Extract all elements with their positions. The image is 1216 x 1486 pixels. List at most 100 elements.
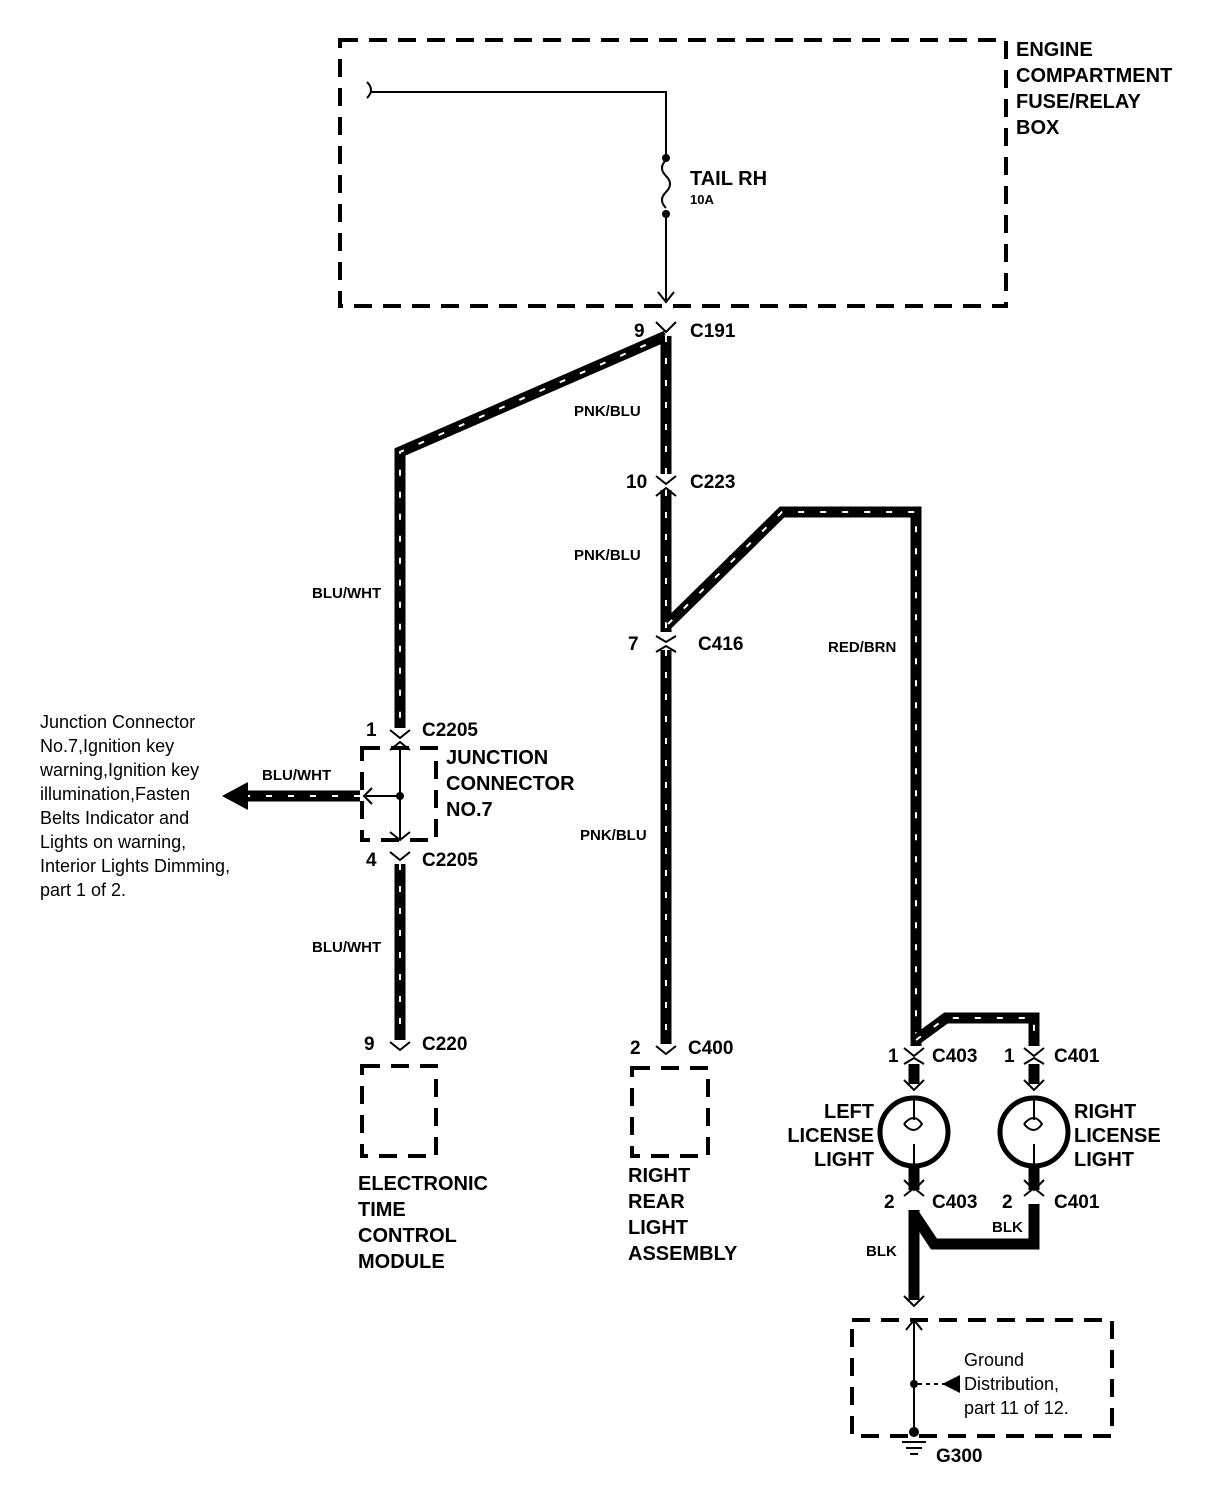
- fuse-box-label-2: COMPARTMENT: [1016, 65, 1172, 87]
- c2205-top-pin: 1: [366, 720, 377, 741]
- c223-pin: 10: [626, 472, 647, 493]
- fuse-box-label-3: FUSE/RELAY: [1016, 91, 1142, 113]
- ground-wire: [905, 1318, 923, 1436]
- left-license-label-2: LICENSE: [787, 1125, 874, 1147]
- c191-pin: 9: [634, 321, 645, 342]
- c403-bottom-id: C403: [932, 1192, 977, 1213]
- c416-id: C416: [698, 634, 743, 655]
- wire-blk-right: [909, 1204, 1040, 1250]
- wire-red-brn: [664, 506, 922, 1046]
- right-license-label-3: LIGHT: [1074, 1149, 1134, 1171]
- c401-top-pin: 1: [1004, 1046, 1015, 1067]
- fuse-relay-box: [338, 38, 1008, 308]
- rear-light-label-2: REAR: [628, 1191, 685, 1213]
- ground-id: G300: [936, 1446, 982, 1467]
- wire-red-brn-split: [912, 1012, 1040, 1046]
- wire-label-pnk-blu-2: PNK/BLU: [574, 547, 641, 564]
- c2205-top-symbol: [389, 729, 411, 740]
- etcm-box: [360, 1064, 438, 1158]
- connector-c223-symbol: [655, 475, 677, 497]
- ground-ref-2: Distribution,: [964, 1374, 1059, 1394]
- junction-ref-7: Interior Lights Dimming,: [40, 856, 230, 876]
- power-source-symbol: [366, 81, 372, 99]
- ground-splice: [910, 1380, 918, 1388]
- fuse-output-wire: [657, 216, 675, 304]
- c401-top-symbol: [1023, 1047, 1045, 1065]
- etcm-label-4: MODULE: [358, 1251, 445, 1273]
- wire-label-pnk-blu-1: PNK/BLU: [574, 403, 641, 420]
- c2205-top-id: C2205: [422, 720, 478, 741]
- c2205-bottom-symbol: [389, 851, 411, 862]
- c2205-bottom-id: C2205: [422, 850, 478, 871]
- junction-ref-2: No.7,Ignition key: [40, 736, 174, 756]
- left-license-label-1: LEFT: [824, 1101, 874, 1123]
- fuse-rating: 10A: [690, 192, 714, 207]
- wire-label-blk-1: BLK: [866, 1243, 897, 1260]
- c401-bottom-id: C401: [1054, 1192, 1100, 1213]
- ground-ref-3: part 11 of 12.: [964, 1398, 1069, 1418]
- c220-id: C220: [422, 1034, 467, 1055]
- connector-c416-symbol: [655, 635, 677, 653]
- ground-ref-1: Ground: [964, 1350, 1024, 1370]
- junction-label-1: JUNCTION: [446, 747, 548, 769]
- c403-top-pin: 1: [888, 1046, 899, 1067]
- connector-c191-symbol: [655, 321, 677, 334]
- junction-ref-5: Belts Indicator and: [40, 808, 189, 828]
- wire-label-blk-2: BLK: [992, 1219, 1023, 1236]
- junction-ref-6: Lights on warning,: [40, 832, 186, 852]
- c401-bottom-symbol: [1023, 1179, 1045, 1197]
- etcm-label-2: TIME: [358, 1199, 406, 1221]
- c191-id: C191: [690, 321, 736, 342]
- left-license-label-3: LIGHT: [814, 1149, 874, 1171]
- wire-label-blu-wht-1: BLU/WHT: [312, 585, 381, 602]
- c403-bottom-symbol: [903, 1179, 925, 1197]
- junction-splice: [396, 792, 404, 800]
- rear-light-label-4: ASSEMBLY: [628, 1243, 738, 1265]
- c400-id: C400: [688, 1038, 733, 1059]
- wire-label-blu-wht-3: BLU/WHT: [312, 939, 381, 956]
- c2205-bottom-pin: 4: [366, 850, 377, 871]
- c400-pin: 2: [630, 1038, 641, 1059]
- c403-top-id: C403: [932, 1046, 977, 1067]
- fuse-box-label-1: ENGINE: [1016, 39, 1093, 61]
- arrow-left-icon: [222, 782, 248, 810]
- right-license-label-1: RIGHT: [1074, 1101, 1136, 1123]
- c223-id: C223: [690, 472, 735, 493]
- c400-symbol: [655, 1045, 677, 1056]
- c401-bottom-pin: 2: [1002, 1192, 1013, 1213]
- rear-light-label-1: RIGHT: [628, 1165, 690, 1187]
- wire-blu-wht-upper: [394, 330, 669, 728]
- ground-symbol-icon: [902, 1441, 926, 1455]
- junction-ref-1: Junction Connector: [40, 712, 195, 732]
- fuse-box-label-4: BOX: [1016, 117, 1060, 139]
- fuse-name: TAIL RH: [690, 168, 767, 190]
- wire-label-red-brn: RED/BRN: [828, 639, 896, 656]
- wire-label-blu-wht-2: BLU/WHT: [262, 767, 331, 784]
- fuse-feed-wire: [370, 91, 667, 158]
- junction-ref-3: warning,Ignition key: [39, 760, 199, 780]
- etcm-label-3: CONTROL: [358, 1225, 457, 1247]
- rear-light-label-3: LIGHT: [628, 1217, 688, 1239]
- c401-top-id: C401: [1054, 1046, 1100, 1067]
- junction-ref-4: illumination,Fasten: [40, 784, 190, 804]
- junction-label-3: NO.7: [446, 799, 493, 821]
- junction-label-2: CONNECTOR: [446, 773, 575, 795]
- ground-distribution-box: [850, 1318, 1114, 1438]
- right-license-label-2: LICENSE: [1074, 1125, 1161, 1147]
- rear-light-box: [630, 1066, 710, 1158]
- c403-bottom-pin: 2: [884, 1192, 895, 1213]
- junction-ref-8: part 1 of 2.: [40, 880, 126, 900]
- etcm-label-1: ELECTRONIC: [358, 1173, 488, 1195]
- fuse-terminal-top: [662, 154, 670, 162]
- c416-pin: 7: [628, 634, 639, 655]
- c220-pin: 9: [364, 1034, 375, 1055]
- c403-top-symbol: [903, 1047, 925, 1065]
- c220-symbol: [389, 1041, 411, 1052]
- wire-label-pnk-blu-3: PNK/BLU: [580, 827, 647, 844]
- junction-bus: [389, 740, 411, 842]
- arrow-left-icon: [942, 1375, 960, 1393]
- fuse-terminal-bottom: [662, 210, 670, 218]
- fuse-icon: [661, 159, 671, 209]
